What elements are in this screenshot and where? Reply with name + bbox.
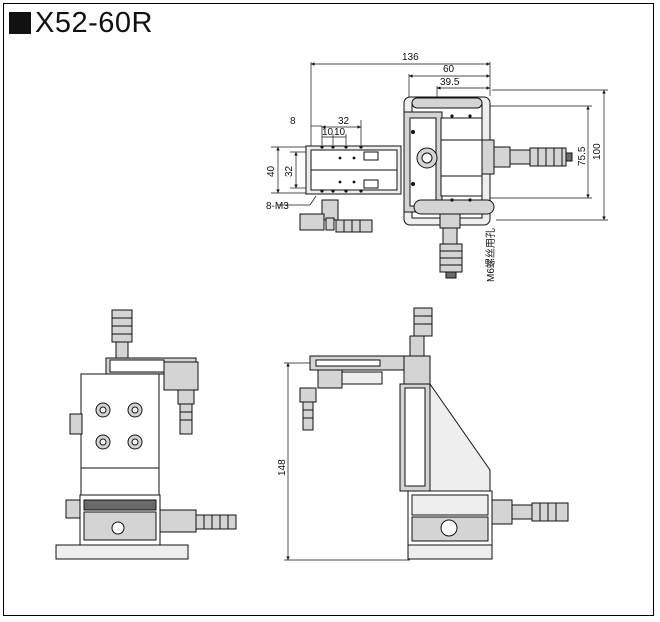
top-x-table [299,145,402,233]
thread-hole-label: 8-M3 [266,201,289,212]
top-dimension-lines [271,62,608,221]
top-y-stage [403,96,573,279]
dim-39-5: 39.5 [440,77,460,88]
drawing-frame [3,3,654,616]
top-x-table-holes [320,145,363,193]
title-marker-square [9,12,31,34]
dim-10-second: 10 [334,127,346,138]
front-micrometer-top [413,307,433,337]
dim-136: 136 [402,52,419,63]
front-dimension-lines [284,362,410,561]
dimension-labels: 136 60 39.5 8 32 10 10 40 32 75.5 100 14… [266,52,603,476]
dim-8: 8 [290,116,296,127]
dim-60: 60 [443,64,455,75]
dim-75-5: 75.5 [577,146,588,166]
side-angle-bracket [80,373,160,496]
dim-32-left: 32 [284,165,295,177]
dim-148: 148 [277,459,288,476]
side-base-plate [55,544,189,560]
front-rib-support [429,382,491,492]
model-name: X52-60R [35,7,153,39]
side-view-left [55,309,237,560]
dim-32-top: 32 [338,116,350,127]
dim-100: 100 [592,143,603,160]
front-base-plate [407,544,493,560]
front-view [284,307,569,561]
top-view [271,62,608,279]
dim-10-first: 10 [322,127,334,138]
top-y-stage-holes [411,114,472,202]
model-title: X52-60R [9,6,153,40]
mount-hole-label: M6螺丝用孔 [485,228,497,282]
dim-40: 40 [266,165,277,177]
